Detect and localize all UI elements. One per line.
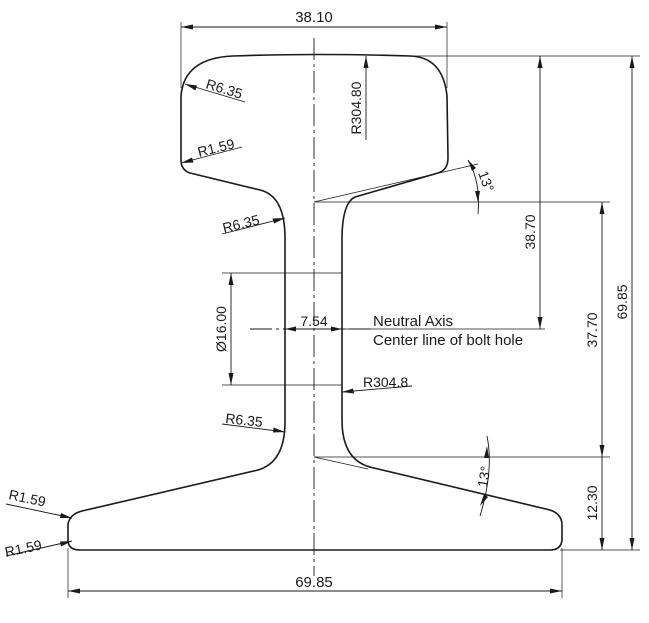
base-width-arrow-left (68, 588, 80, 594)
neutral-axis-height-label: 37.70 (584, 312, 600, 347)
base-width-label: 69.85 (295, 574, 333, 591)
web-top-fillet-arrow (272, 218, 285, 224)
base-top-radius-label: R1.59 (7, 486, 47, 509)
web-top-fillet-label: R6.35 (221, 211, 261, 236)
base-bottom-radius-label: R1.59 (3, 536, 43, 559)
bolt-hole-arrow-top (228, 273, 234, 285)
overall-height-arrow-top (629, 56, 635, 68)
head-small-radius-arrow (181, 157, 194, 163)
head-width-arrow-right (435, 24, 447, 30)
head-depth-label: 38.70 (522, 214, 538, 249)
base-bottom-radius-arrow (60, 541, 72, 547)
head-depth-arrow-top (537, 56, 543, 68)
neutral-axis-label: Neutral Axis (373, 313, 453, 330)
head-small-radius-label: R1.59 (196, 135, 236, 160)
base-angle-reference-line (313, 456, 369, 470)
bolt-hole-center-label: Center line of bolt hole (373, 332, 523, 349)
web-thickness-arrow-left (285, 326, 296, 332)
head-angle-reference-line (313, 163, 479, 203)
crown-radius-arrow (363, 56, 369, 68)
base-angle-label: 13° (474, 465, 493, 489)
web-bottom-fillet-arrow (273, 427, 285, 433)
head-angle-label: 13° (475, 169, 497, 194)
crown-radius-label: R304.80 (348, 81, 364, 134)
rail-section-outline (67, 53, 563, 551)
base-width-arrow-right (550, 588, 562, 594)
web-bottom-fillet-label: R6.35 (225, 410, 264, 430)
base-thickness-label: 12.30 (584, 485, 600, 520)
web-radius-leader (341, 385, 413, 393)
web-radius-arrow (342, 388, 354, 394)
head-width-arrow-left (181, 24, 193, 30)
web-thickness-label: 7.54 (300, 313, 327, 329)
neutral-axis-height-arrow-mid (599, 445, 605, 457)
base-angle-arrow-bottom (480, 494, 488, 506)
base-top-radius-arrow (60, 513, 72, 518)
overall-height-label: 69.85 (614, 284, 630, 319)
head-angle-arrow-bottom (475, 191, 480, 202)
head-corner-radius-arrow (185, 84, 197, 91)
base-angle-arc (479, 435, 490, 517)
bolt-hole-arrow-bottom (228, 373, 234, 385)
overall-height-arrow-bottom (629, 538, 635, 550)
base-angle-arrow-top (484, 446, 489, 458)
bolt-hole-diameter-label: Ø16.00 (213, 306, 229, 352)
head-corner-radius-label: R6.35 (204, 76, 245, 102)
head-depth-arrow-bottom (537, 317, 543, 329)
head-width-label: 38.10 (295, 9, 333, 26)
web-thickness-arrow-right (331, 326, 342, 332)
neutral-axis-height-arrow-bottom (599, 538, 605, 550)
neutral-axis-height-arrow-top (599, 202, 605, 214)
head-angle-arrow-top (468, 160, 476, 171)
web-radius-label: R304.8 (363, 374, 408, 390)
